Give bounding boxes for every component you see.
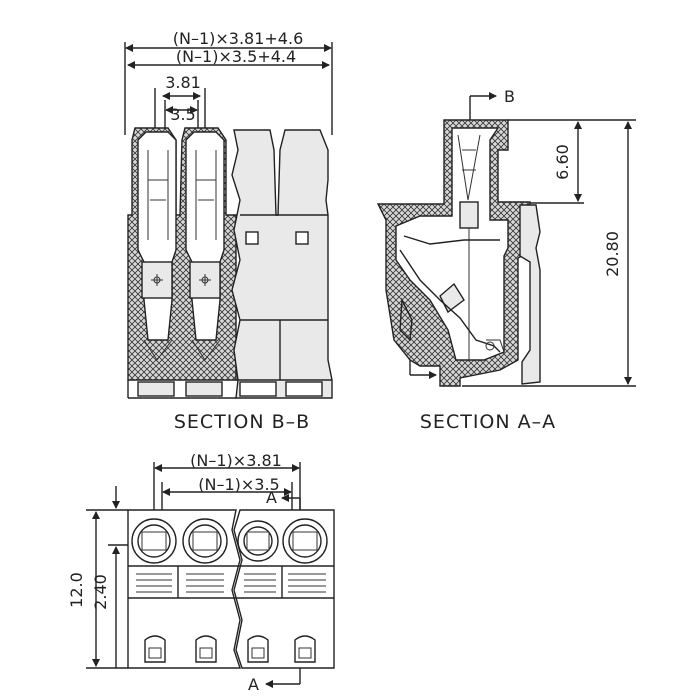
aa-cavity [395,127,509,361]
section-aa-view: B B 6.60 20.80 SECTION A–A [376,87,636,433]
wire-entry-1 [131,518,177,564]
section-b-top-label: B [504,87,515,106]
section-a-bottom-label: A [248,675,259,694]
dim-pitch-35-label: 3.5 [170,105,195,124]
section-bb-title: SECTION B–B [174,411,310,433]
pin-3 [247,635,269,663]
pin-1 [144,635,166,663]
dim-pin-offset-label: 2.40 [91,574,110,610]
pin-2 [195,635,217,663]
section-a-top-label: A [266,488,277,507]
wire-entry-3 [237,520,279,562]
section-aa-title: SECTION A–A [420,411,556,433]
bb-housing-right [231,129,333,399]
dim-overall-381-label: (N–1)×3.81+4.6 [173,29,304,48]
wire-entry-2 [182,518,228,564]
dim-front-pitch-381-label: (N–1)×3.81 [190,451,282,470]
dim-height-top-label: 6.60 [553,144,572,180]
dim-front-height-label: 12.0 [67,572,86,608]
dim-pitch-381-label: 3.81 [165,73,201,92]
aa-shell [519,204,541,385]
dim-height-total-label: 20.80 [603,231,622,277]
dim-front-pitch-35-label: (N–1)×3.5 [198,475,279,494]
dim-overall-35-label: (N–1)×3.5+4.4 [176,47,296,66]
pin-4 [294,635,316,663]
wire-entry-4 [282,518,328,564]
front-view: (N–1)×3.81 (N–1)×3.5 A A 12.0 2.40 [67,451,335,694]
section-bb-view: (N–1)×3.81+4.6 (N–1)×3.5+4.4 3.81 3.5 [124,29,333,433]
